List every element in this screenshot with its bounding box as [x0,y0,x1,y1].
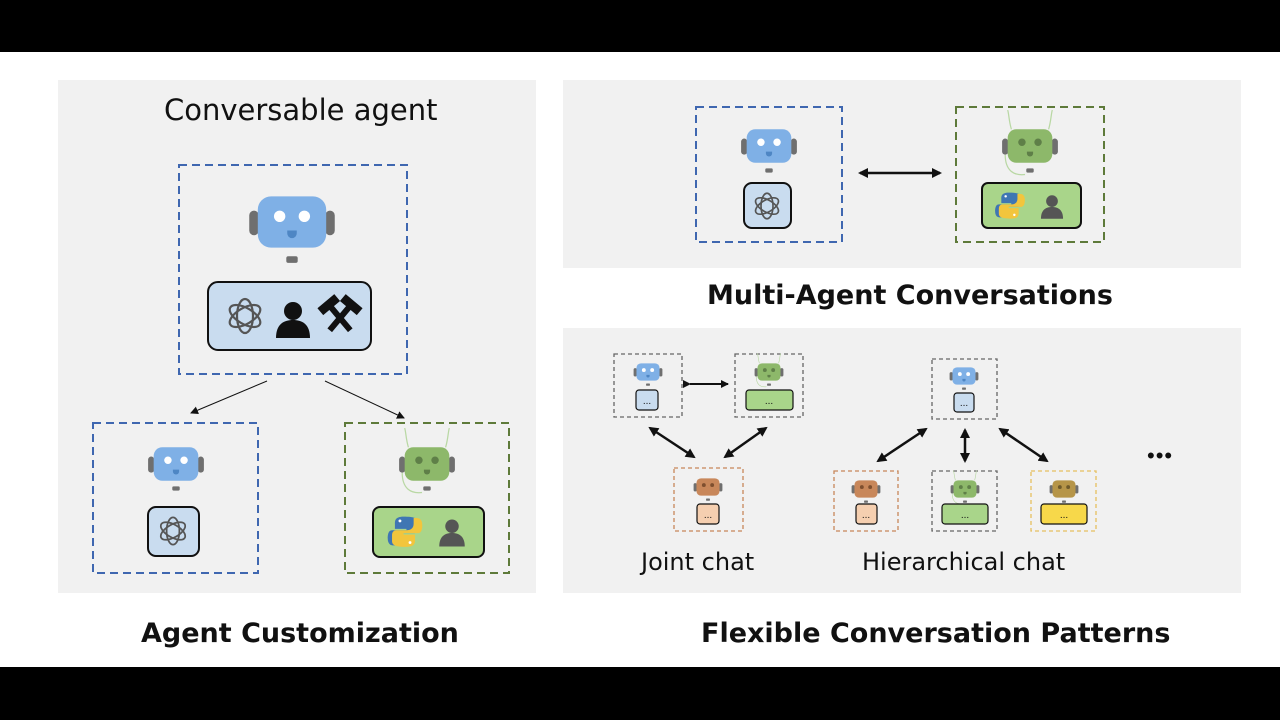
robot-icon [1001,109,1059,176]
robot-icon [633,363,663,386]
more-patterns-ellipsis: ••• [1147,443,1174,468]
hier-arrow-right [998,427,1049,463]
hier-agent-root-frame [931,358,998,420]
letterbox-bottom [0,667,1280,720]
robot-icon [851,480,881,503]
card-dots: ... [704,510,712,521]
robot-icon [148,447,204,491]
agent-card [855,503,878,525]
joint-arrow-left [648,426,696,459]
letterbox-top [0,0,1280,52]
card-dots: ... [765,396,773,407]
joint-agent-orange-frame [673,467,744,532]
card-dots: ... [643,396,651,407]
robot-icon [249,196,335,263]
llm-card [743,182,792,229]
agent-card [745,389,794,411]
card-dots: ... [862,510,870,521]
joint-agent-blue-frame [613,353,683,418]
user-proxy-agent-frame [344,422,510,574]
joint-agent-green-frame [734,353,804,418]
robot-icon [398,427,456,494]
hier-agent-green-frame [931,470,998,532]
card-dots: ... [960,398,968,409]
joint-arrow-right [723,426,768,459]
hier-agent-orange-frame [833,470,899,532]
agent-customization-caption: Agent Customization [141,618,459,649]
agent-a-frame [695,106,843,243]
arrow-to-user-proxy [324,380,405,419]
agent-card [953,392,975,413]
card-dots: ... [961,510,969,521]
multi-agent-caption: Multi-Agent Conversations [707,280,1113,311]
tools-icon [317,294,363,333]
card-dots: ... [1060,510,1068,521]
robot-icon [741,129,797,173]
agent-card [941,503,989,525]
robot-icon [754,353,784,388]
conversable-agent-title: Conversable agent [164,93,438,127]
robot-icon [950,470,980,505]
hier-agent-yellow-frame [1030,470,1097,532]
robot-icon [949,367,979,390]
hier-arrow-left [876,427,928,463]
agent-card [635,389,659,411]
agent-b-frame [955,106,1105,243]
hierarchical-chat-label: Hierarchical chat [862,548,1066,576]
robot-icon [693,478,723,501]
conversable-agent-frame [178,164,408,375]
flexible-patterns-caption: Flexible Conversation Patterns [701,618,1171,649]
joint-chat-label: Joint chat [641,548,755,576]
agent-card [696,503,720,525]
robot-icon [1049,480,1079,503]
arrow-to-assistant [190,380,268,414]
assistant-agent-frame [92,422,259,574]
agent-card [1040,503,1088,525]
llm-card [147,506,200,557]
